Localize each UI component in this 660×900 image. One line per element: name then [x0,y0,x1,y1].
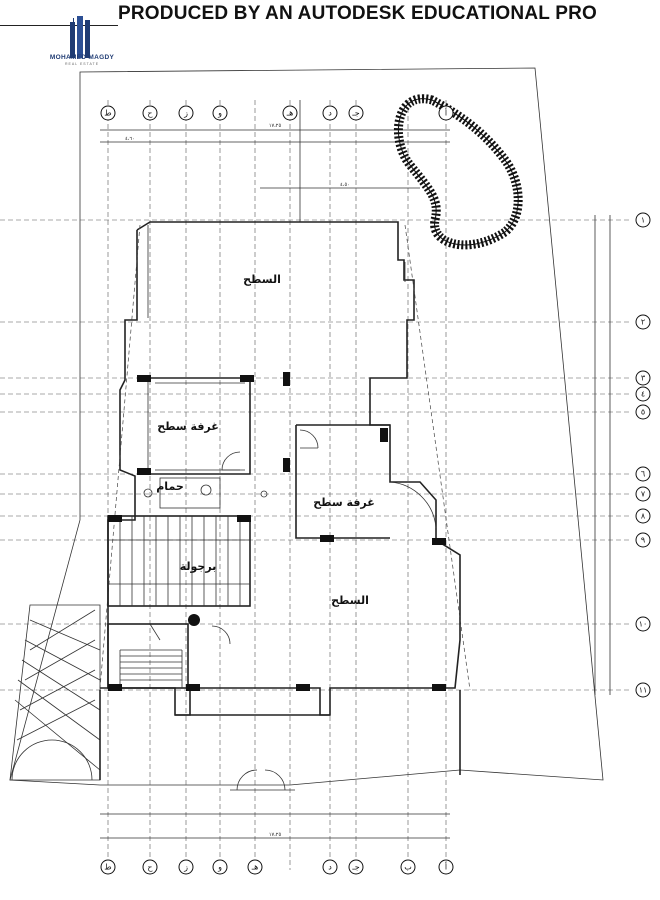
stair-area [107,614,231,689]
axis-bubble-top: د [322,105,338,121]
room-label-bath: حمام [156,480,184,493]
svg-text:٣: ٣ [641,374,646,383]
vertical-grid-lines [107,100,447,870]
svg-text:٥: ٥ [641,408,645,417]
room-label-roof-top: السطح [243,273,281,286]
axis-bubble-right: ١٠ [635,616,651,632]
axis-bubble-right: ٢ [635,314,651,330]
room-label-roof-bottom: السطح [331,594,369,607]
svg-text:و: و [217,109,222,118]
svg-text:ب: ب [404,863,412,872]
svg-text:هـ: هـ [286,109,294,118]
axis-bubble-top: ط [100,105,116,121]
banner-underline [0,25,118,26]
room-label-pergola: برجولة [180,560,217,573]
svg-text:و: و [217,863,222,872]
room-label-roof-room-right: غرفة سطح [313,496,375,509]
axis-bubble-right: ٣ [635,370,651,386]
svg-text:١٧،٢٥: ١٧،٢٥ [269,832,282,838]
logo-subtitle: REAL ESTATE [64,62,100,66]
axis-bubble-top: هـ [282,105,298,121]
kidney-pool [393,94,523,250]
svg-text:ز: ز [183,109,188,118]
axis-bubble-bottom: ط [100,859,116,875]
roof-room-right [295,424,437,539]
dimension-lines: ٤،٦٠ ١٧،٢٥ ١٧،٢٥ ٤،٥٠ [100,100,611,839]
axis-bubble-top: ح [142,105,158,121]
horizontal-grid-lines [0,219,630,691]
svg-text:٧: ٧ [641,490,646,499]
side-ramp [9,604,101,781]
svg-text:١٠: ١٠ [639,620,648,629]
room-label-roof-room-left: غرفة سطح [157,420,219,433]
svg-text:١١: ١١ [639,686,648,695]
axis-bubble-right: ٥ [635,404,651,420]
axis-bubble-top: أ [438,105,454,121]
svg-text:ح: ح [147,863,153,872]
svg-text:جـ: جـ [351,109,359,118]
axis-bubble-bottom: و [212,859,228,875]
axis-bubble-top: جـ [348,105,364,121]
front-fence [99,690,461,780]
axis-bubble-bottom: أ [438,859,454,875]
bath-area [143,477,268,509]
svg-text:٤: ٤ [641,390,645,399]
axis-bubble-right: ٧ [635,486,651,502]
axis-bubble-bottom: ب [400,859,416,875]
svg-text:٤،٦٠: ٤،٦٠ [125,136,135,142]
axis-bubble-right: ٩ [635,532,651,548]
axis-bubble-right: ٦ [635,466,651,482]
axis-bubble-bottom: ز [178,859,194,875]
svg-text:د: د [328,863,332,872]
svg-text:٢: ٢ [641,318,645,327]
svg-text:٤،٥٠: ٤،٥٠ [340,182,350,188]
pergola-area [107,515,251,607]
svg-text:٨: ٨ [641,512,646,521]
svg-text:١٧،٢٥: ١٧،٢٥ [269,123,282,129]
axis-bubble-bottom: جـ [348,859,364,875]
axis-bubble-top: و [212,105,228,121]
logo-name: MOHAMED MAGDY [49,54,115,61]
axis-bubble-bottom: ح [142,859,158,875]
site-boundary [9,67,604,786]
svg-text:جـ: جـ [351,863,359,872]
educational-banner: PRODUCED BY AN AUTODESK EDUCATIONAL PRO [118,3,597,24]
svg-text:٦: ٦ [641,470,645,479]
svg-text:أ: أ [445,108,447,118]
axis-bubble-bottom: د [322,859,338,875]
axis-bubble-right: ١١ [635,682,651,698]
svg-text:أ: أ [445,862,447,872]
axis-bubble-right: ٨ [635,508,651,524]
svg-text:ط: ط [104,863,111,872]
roof-room-left [150,377,251,475]
columns [108,372,446,691]
svg-text:ز: ز [183,863,188,872]
svg-text:هـ: هـ [251,863,259,872]
svg-text:١: ١ [641,216,645,225]
svg-text:د: د [328,109,332,118]
svg-text:ط: ط [104,109,111,118]
building-logo-icon [70,16,90,58]
axis-bubble-right: ٤ [635,386,651,402]
top-axis-bubbles: ط ح ز و هـ د جـ أ [100,105,454,121]
right-axis-bubbles: ١ ٢ ٣ ٤ ٥ ٦ ٧ ٨ ٩ ١٠ ١١ [635,212,651,698]
bottom-axis-bubbles: ط ح ز و هـ د جـ ب أ [100,859,454,875]
svg-text:ح: ح [147,109,153,118]
axis-bubble-right: ١ [635,212,651,228]
svg-text:٩: ٩ [641,536,645,545]
entry-gate [230,769,295,791]
axis-bubble-bottom: هـ [247,859,263,875]
axis-bubble-top: ز [178,105,194,121]
